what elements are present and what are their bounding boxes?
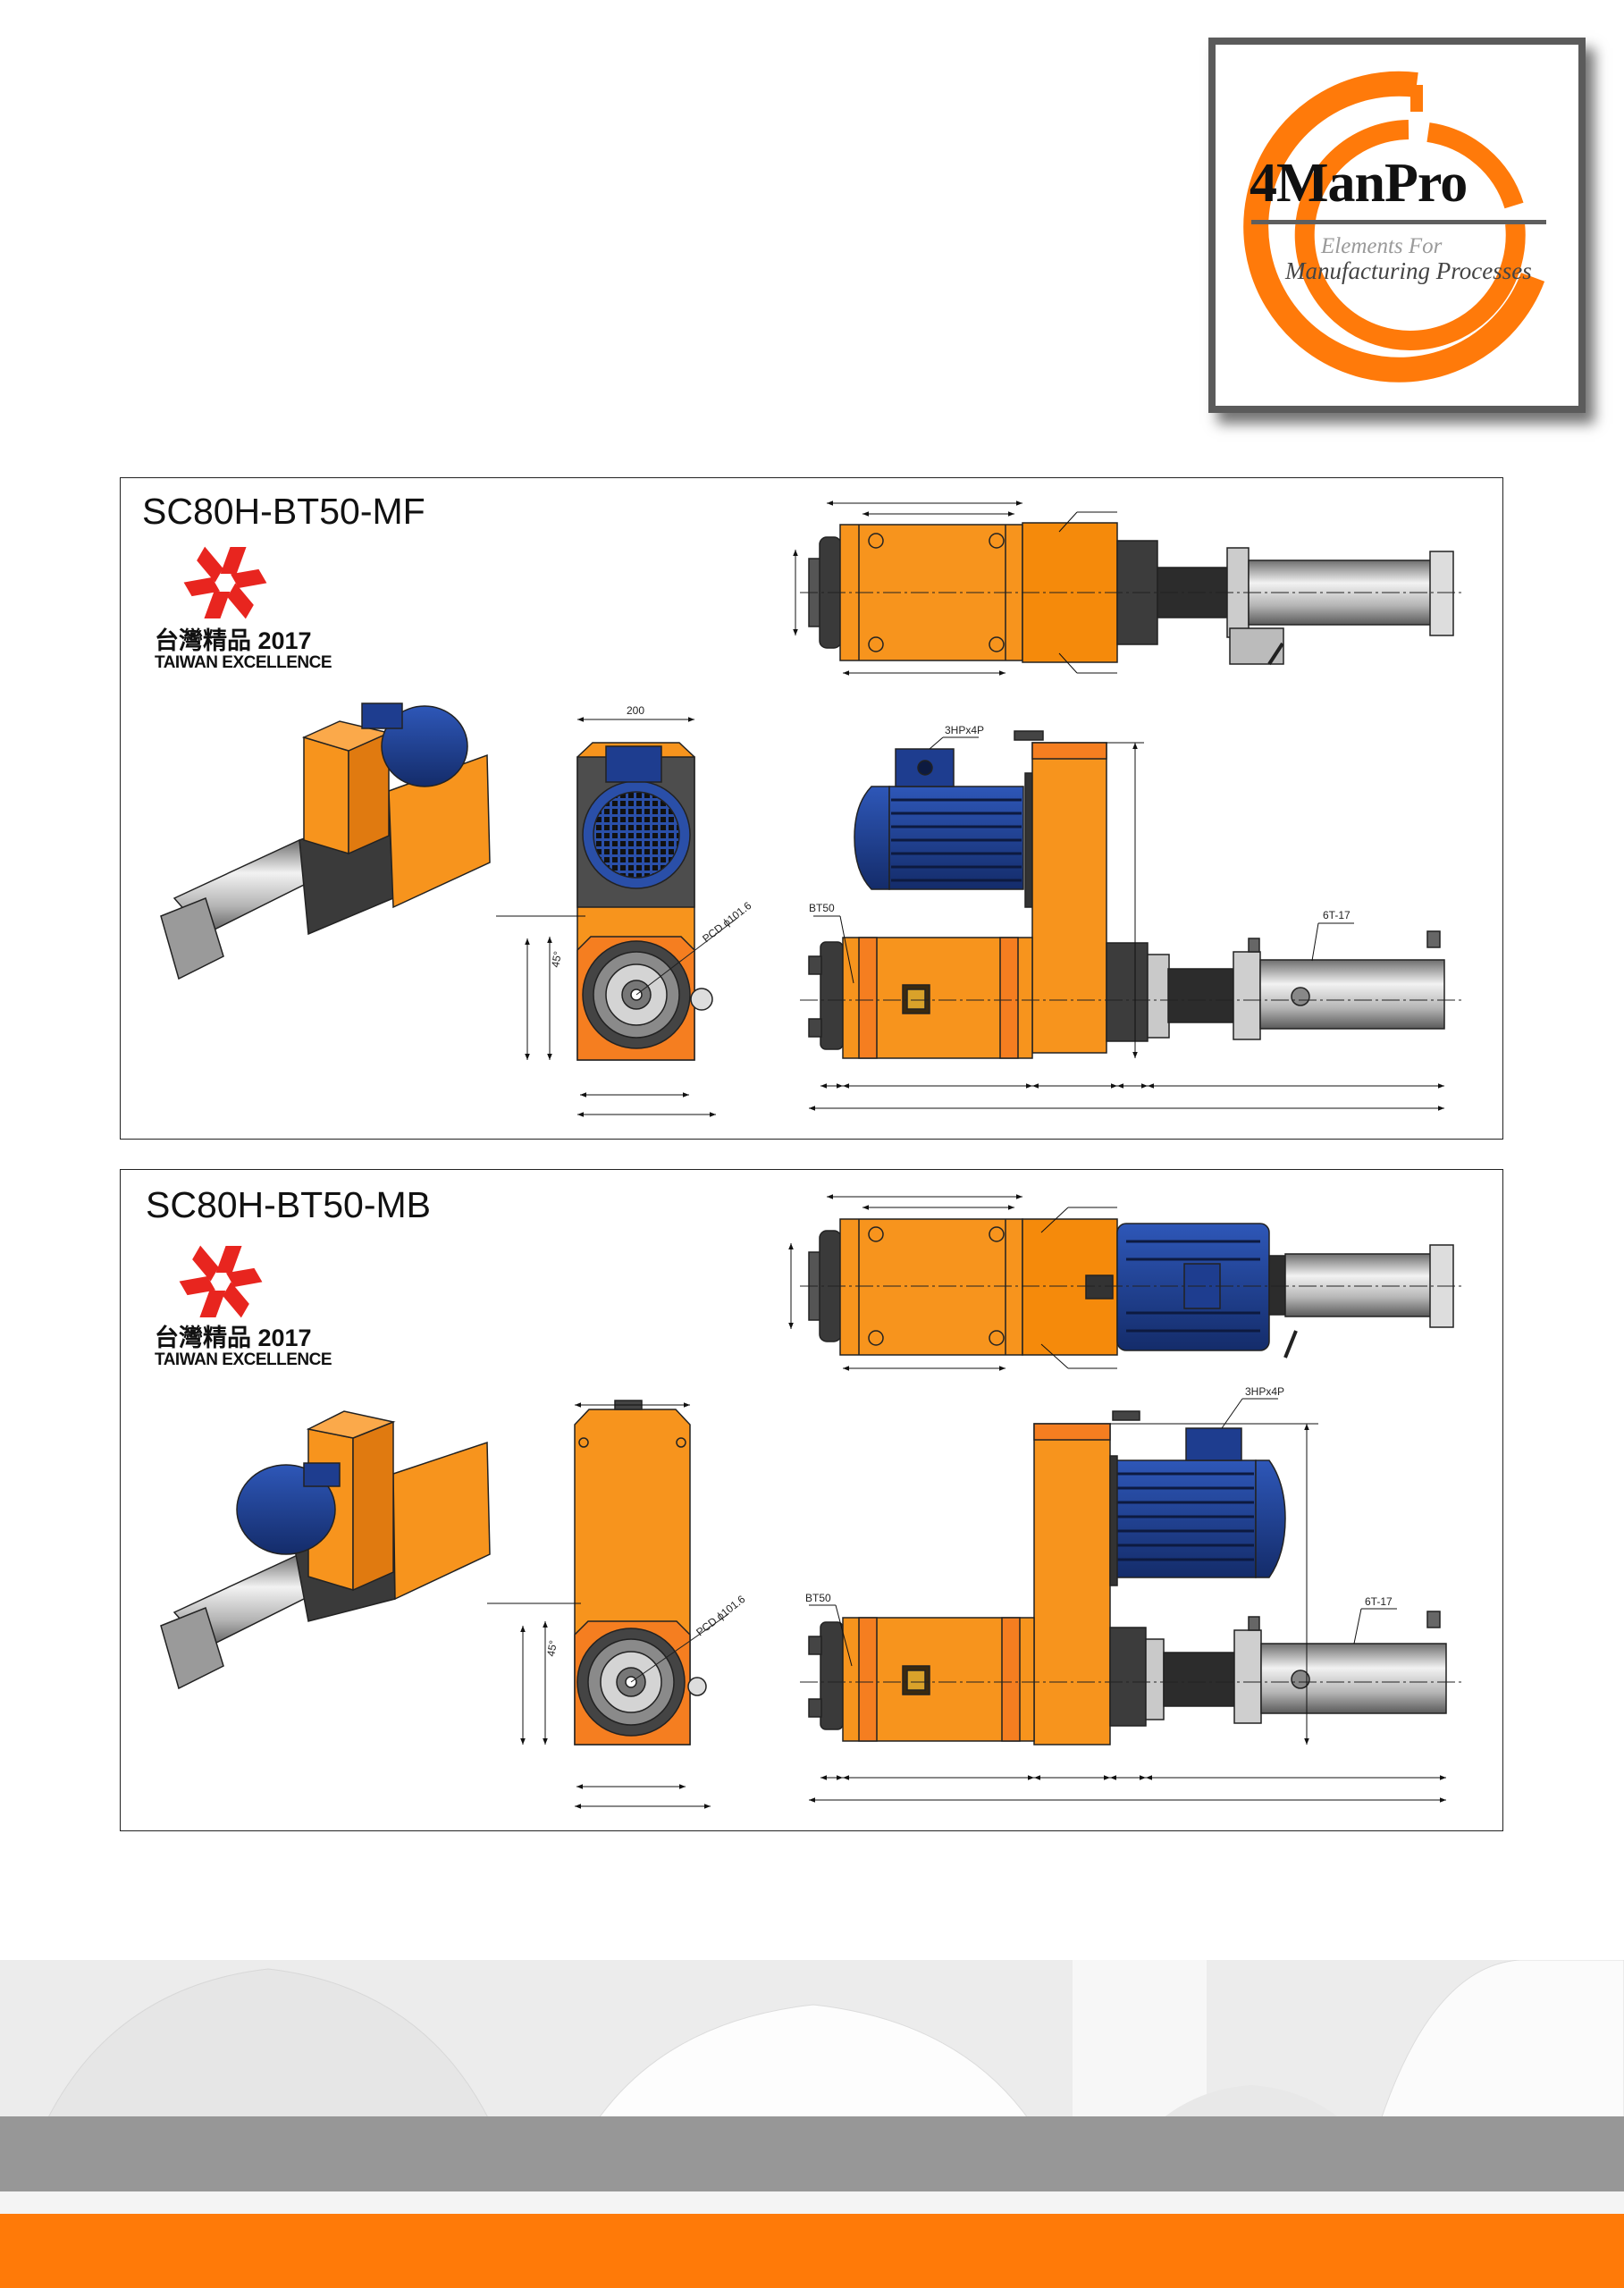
top-view-dimensions <box>788 1194 1117 1371</box>
taiwan-excellence-star-icon <box>179 1245 263 1318</box>
taiwan-excellence-star-icon <box>183 546 267 619</box>
orange-band <box>0 2214 1624 2288</box>
top-view <box>800 522 1461 666</box>
drawing-mb: PCD ϕ101.6 45° <box>160 1194 1461 1809</box>
spindle-taper-label: BT50 <box>805 1592 831 1604</box>
product-title: SC80H-BT50-MB <box>146 1184 431 1225</box>
award-chinese-text: 台灣精品 2017 <box>155 627 312 654</box>
side-view-dimensions <box>809 736 1444 1111</box>
footer-background <box>0 1960 1624 2288</box>
award-english-text: TAIWAN EXCELLENCE <box>155 1350 332 1369</box>
end-view-dimensions <box>487 1402 711 1809</box>
side-view <box>800 730 1461 1059</box>
cylinder-label: 6T-17 <box>1365 1595 1393 1608</box>
logo-brand-text: 4ManPro <box>1250 153 1468 214</box>
angle-label: 45° <box>549 950 564 969</box>
angle-label: 45° <box>544 1639 560 1658</box>
end-view <box>576 742 738 1061</box>
company-logo: 4ManPro Elements For Manufacturing Proce… <box>1208 38 1586 413</box>
product-panel-mf: 200 PCD ϕ101.6 45° <box>120 477 1503 1140</box>
side-view <box>800 1410 1461 1745</box>
logo-divider <box>1251 220 1546 224</box>
isometric-view <box>160 1410 491 1690</box>
spindle-taper-label: BT50 <box>809 902 835 914</box>
award-chinese-text: 台灣精品 2017 <box>155 1325 312 1351</box>
end-view <box>574 1400 729 1745</box>
isometric-view <box>160 702 491 980</box>
side-view-dimensions <box>809 1398 1446 1803</box>
pcd-label: PCD ϕ101.6 <box>694 1593 747 1639</box>
motor-spec-label: 3HPx4P <box>1245 1385 1284 1398</box>
top-view-dimensions <box>793 500 1117 676</box>
logo-tagline-1: Elements For <box>1321 234 1443 258</box>
top-view <box>800 1218 1461 1358</box>
drawing-mf: 200 PCD ϕ101.6 45° <box>160 500 1461 1117</box>
gray-band <box>0 2116 1624 2191</box>
product-title: SC80H-BT50-MF <box>142 491 425 532</box>
width-dimension-label: 200 <box>627 704 644 717</box>
logo-tagline-2: Manufacturing Processes <box>1285 257 1532 284</box>
end-view-dimensions <box>496 717 716 1117</box>
motor-spec-label: 3HPx4P <box>945 724 984 736</box>
product-panel-mb: PCD ϕ101.6 45° <box>120 1169 1503 1831</box>
cylinder-label: 6T-17 <box>1323 909 1351 921</box>
award-english-text: TAIWAN EXCELLENCE <box>155 653 332 672</box>
logo-rings-graphic <box>1243 71 1545 383</box>
pcd-label: PCD ϕ101.6 <box>700 899 753 946</box>
